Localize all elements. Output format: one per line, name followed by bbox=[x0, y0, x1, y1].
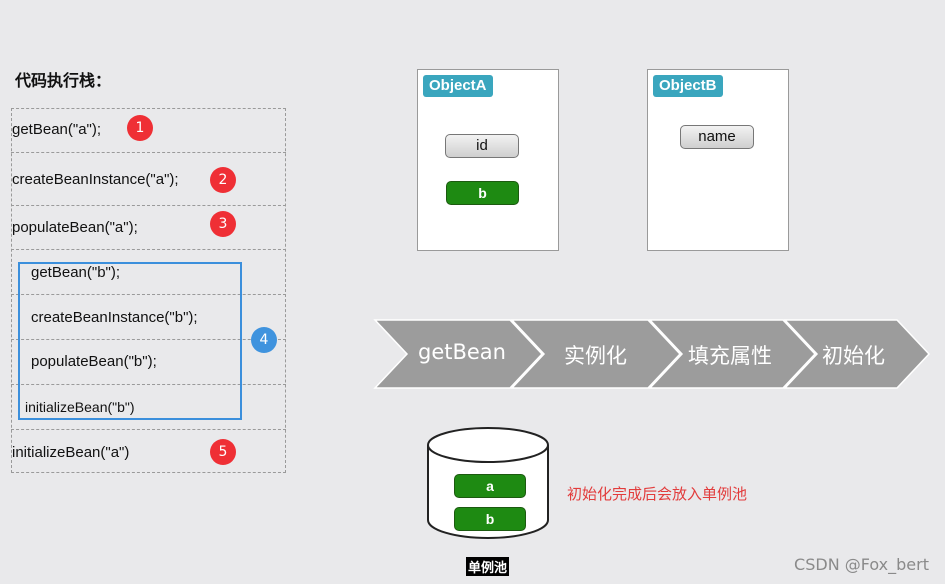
stack-divider bbox=[11, 205, 286, 206]
step-badge: 1 bbox=[127, 115, 153, 141]
stack-row: populateBean("b"); bbox=[31, 353, 157, 370]
stack-divider bbox=[11, 294, 286, 295]
step-badge: 5 bbox=[210, 439, 236, 465]
process-step-shape bbox=[783, 319, 931, 389]
stack-row: initializeBean("b") bbox=[25, 399, 135, 415]
pool-label: 单例池 bbox=[466, 557, 510, 576]
process-step-shape bbox=[373, 319, 544, 389]
stack-title: 代码执行栈： bbox=[15, 71, 112, 90]
call-stack-box bbox=[11, 108, 286, 473]
stack-divider bbox=[11, 339, 286, 340]
process-step-shape bbox=[648, 319, 817, 389]
step-badge: 3 bbox=[210, 211, 236, 237]
stack-divider bbox=[11, 429, 286, 430]
process-step-label: 填充属性 bbox=[688, 344, 772, 368]
process-step-label: 实例化 bbox=[564, 344, 627, 368]
nested-call-box bbox=[18, 262, 242, 420]
field-id: id bbox=[445, 134, 519, 158]
pool-bean-a: a bbox=[454, 474, 526, 498]
field-b: b bbox=[446, 181, 519, 205]
process-step-label: getBean bbox=[418, 340, 506, 364]
stack-row: createBeanInstance("b"); bbox=[31, 309, 198, 326]
stack-row: createBeanInstance("a"); bbox=[12, 171, 179, 188]
process-step-shape bbox=[510, 319, 682, 389]
object-b-card: ObjectB name bbox=[647, 69, 789, 251]
object-b-title: ObjectB bbox=[653, 75, 723, 97]
stack-row: getBean("a"); bbox=[12, 121, 102, 138]
pool-bean-b: b bbox=[454, 507, 526, 531]
process-arrow bbox=[373, 319, 931, 389]
stack-divider bbox=[11, 384, 286, 385]
process-step-label: 初始化 bbox=[822, 344, 885, 368]
object-a-card: ObjectA id b bbox=[417, 69, 559, 251]
stack-row: getBean("b"); bbox=[31, 264, 121, 281]
watermark: CSDN @Fox_bert bbox=[794, 555, 929, 574]
step-badge: 4 bbox=[251, 327, 277, 353]
object-a-title: ObjectA bbox=[423, 75, 493, 97]
stack-divider bbox=[11, 249, 286, 250]
field-name: name bbox=[680, 125, 754, 149]
stack-divider bbox=[11, 152, 286, 153]
step-badge: 2 bbox=[210, 167, 236, 193]
stack-row: populateBean("a"); bbox=[12, 219, 138, 236]
pool-note: 初始化完成后会放入单例池 bbox=[567, 485, 748, 503]
stack-row: initializeBean("a") bbox=[12, 444, 130, 461]
